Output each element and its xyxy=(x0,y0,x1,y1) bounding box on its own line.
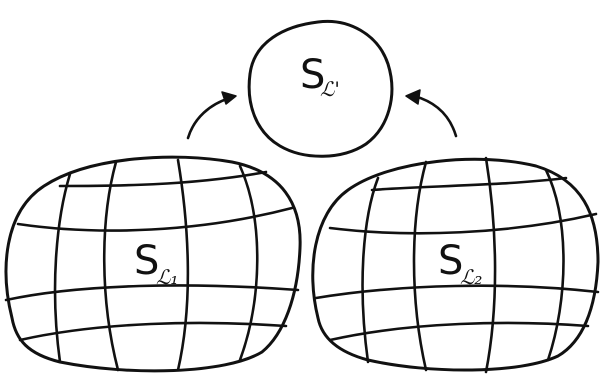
top-set-subscript: ℒ' xyxy=(320,77,340,101)
right-set-longitude-4 xyxy=(544,168,565,362)
top-set-symbol: S xyxy=(300,52,325,98)
left-set: S ℒ₁ xyxy=(4,155,302,373)
left-set-latitude-4 xyxy=(18,321,288,342)
right-set-longitude-1 xyxy=(361,176,380,364)
left-set-latitude-1 xyxy=(58,170,268,188)
right-set-longitude-2 xyxy=(412,160,428,372)
arrow-right-shaft xyxy=(412,94,458,138)
right-set-latitude-3 xyxy=(314,284,600,300)
right-set-latitude-4 xyxy=(328,321,590,342)
arrow-right-head xyxy=(405,89,421,105)
right-set: S ℒ₂ xyxy=(311,156,600,374)
left-set-longitude-1 xyxy=(53,172,72,364)
left-set-subscript: ℒ₁ xyxy=(156,265,178,289)
right-set-latitude-1 xyxy=(370,176,568,192)
left-set-symbol: S xyxy=(134,238,159,284)
left-set-longitude-2 xyxy=(102,160,120,372)
top-set: S ℒ' xyxy=(247,19,394,158)
arrow-right-to-top xyxy=(405,89,458,138)
left-set-longitude-4 xyxy=(238,164,259,362)
top-set-outline xyxy=(247,19,394,158)
right-set-subscript: ℒ₂ xyxy=(460,265,482,289)
left-set-longitude-3 xyxy=(176,158,190,372)
right-set-symbol: S xyxy=(438,238,463,284)
right-set-outline xyxy=(311,157,600,372)
arrow-left-to-top xyxy=(186,91,237,140)
left-set-outline xyxy=(4,155,302,373)
arrow-left-shaft xyxy=(186,96,232,140)
left-set-latitude-2 xyxy=(16,206,294,232)
right-set-latitude-2 xyxy=(328,212,598,235)
arrow-left-head xyxy=(221,91,237,105)
right-set-longitude-3 xyxy=(484,156,497,374)
